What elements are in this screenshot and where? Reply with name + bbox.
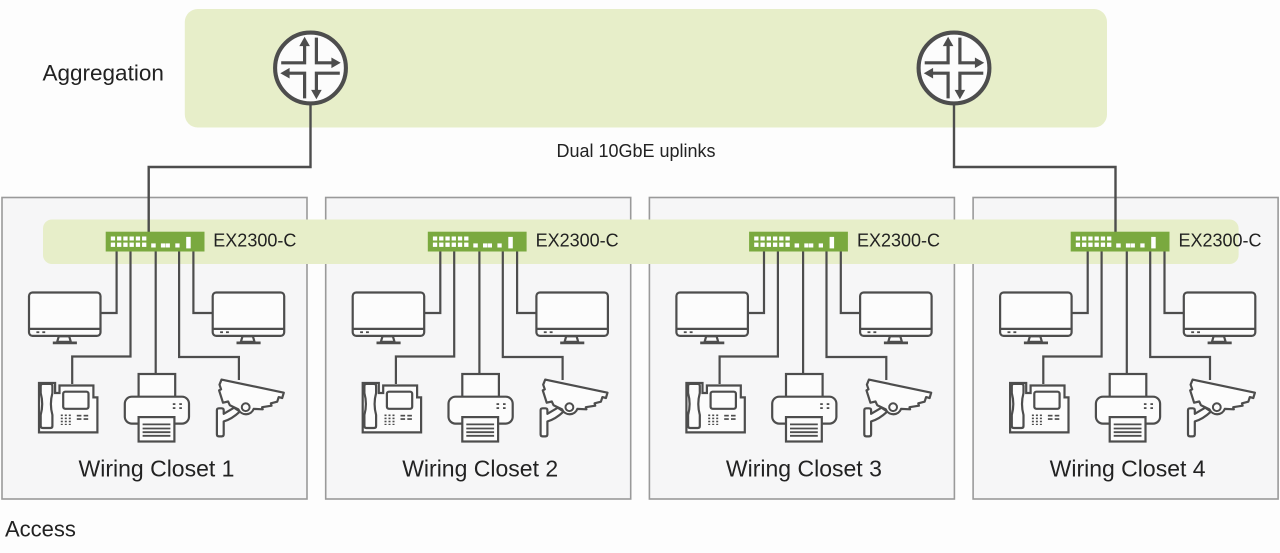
svg-text:Wiring Closet 4: Wiring Closet 4	[1050, 456, 1206, 482]
svg-text:EX2300-C: EX2300-C	[1179, 231, 1262, 251]
svg-text:Wiring Closet 1: Wiring Closet 1	[79, 456, 235, 482]
svg-text:EX2300-C: EX2300-C	[213, 231, 296, 251]
svg-text:EX2300-C: EX2300-C	[857, 231, 940, 251]
svg-text:Wiring Closet 3: Wiring Closet 3	[726, 456, 882, 482]
svg-text:Aggregation: Aggregation	[43, 61, 164, 86]
svg-text:Dual 10GbE uplinks: Dual 10GbE uplinks	[556, 141, 715, 161]
svg-text:Access: Access	[5, 516, 76, 541]
svg-text:Wiring Closet 2: Wiring Closet 2	[402, 456, 558, 482]
svg-text:EX2300-C: EX2300-C	[536, 231, 619, 251]
